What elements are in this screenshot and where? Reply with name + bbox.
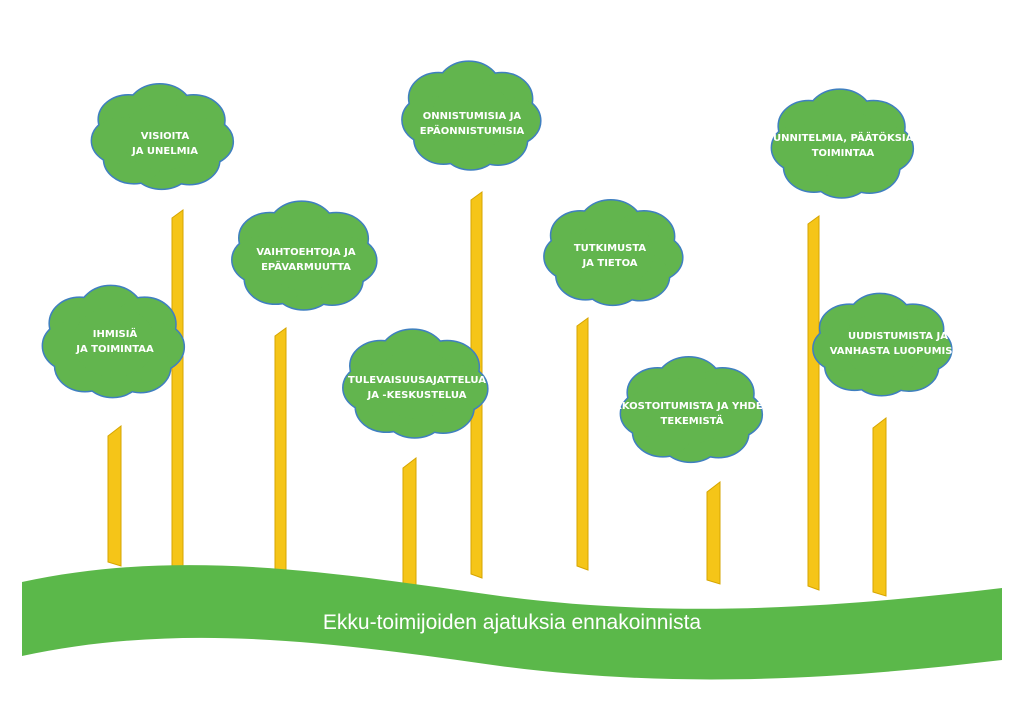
ground-banner <box>22 565 1002 680</box>
trunk-visioita <box>171 209 184 571</box>
cloud-visioita <box>90 82 235 191</box>
trunks <box>107 191 887 597</box>
tree-label-onnistumisia: ONNISTUMISIA JA EPÄONNISTUMISIA <box>419 111 525 137</box>
cloud-onnistumisia <box>401 60 542 171</box>
trunk-tulevaisuus <box>402 456 417 591</box>
tree-label-visioita: VISIOITA JA UNELMIA <box>131 131 199 157</box>
cloud-verkostoitumista <box>619 355 764 464</box>
trunk-vaihtoehtoja <box>274 327 287 583</box>
trunk-suunnitelmia <box>807 215 820 591</box>
tree-label-verkostoitumista: VERKOSTOITUMISTA JA YHDESSÄ TEKEMISTÄ <box>599 401 785 427</box>
cloud-vaihtoehtoja <box>231 200 378 311</box>
cloud-suunnitelmia <box>770 88 915 199</box>
trunk-verkostoitumista <box>706 480 721 585</box>
cloud-uudistumista <box>812 292 953 397</box>
tree-label-suunnitelmia: SUUNNITELMIA, PÄÄTÖKSIÄ JA TOIMINTAA <box>757 133 929 159</box>
trunk-uudistumista <box>872 416 887 597</box>
tree-label-tutkimusta: TUTKIMUSTA JA TIETOA <box>573 243 647 269</box>
tree-label-vaihtoehtoja: VAIHTOEHTOJA JA EPÄVARMUUTTA <box>256 247 356 273</box>
clouds <box>41 60 953 464</box>
tree-label-uudistumista: UUDISTUMISTA JA VANHASTA LUOPUMISTA <box>829 331 967 357</box>
trunk-tutkimusta <box>576 317 589 571</box>
banner-title: Ekku-toimijoiden ajatuksia ennakoinnista <box>322 611 702 634</box>
cloud-ihmisia <box>41 284 186 399</box>
tree-label-tulevaisuus: TULEVAISUUSAJATTELUA JA -KESKUSTELUA <box>347 375 486 401</box>
tree-label-ihmisia: IHMISIÄ JA TOIMINTAA <box>76 329 154 355</box>
cloud-tutkimusta <box>543 198 684 307</box>
trunk-ihmisia <box>107 424 122 567</box>
cloud-tulevaisuus <box>342 328 489 439</box>
